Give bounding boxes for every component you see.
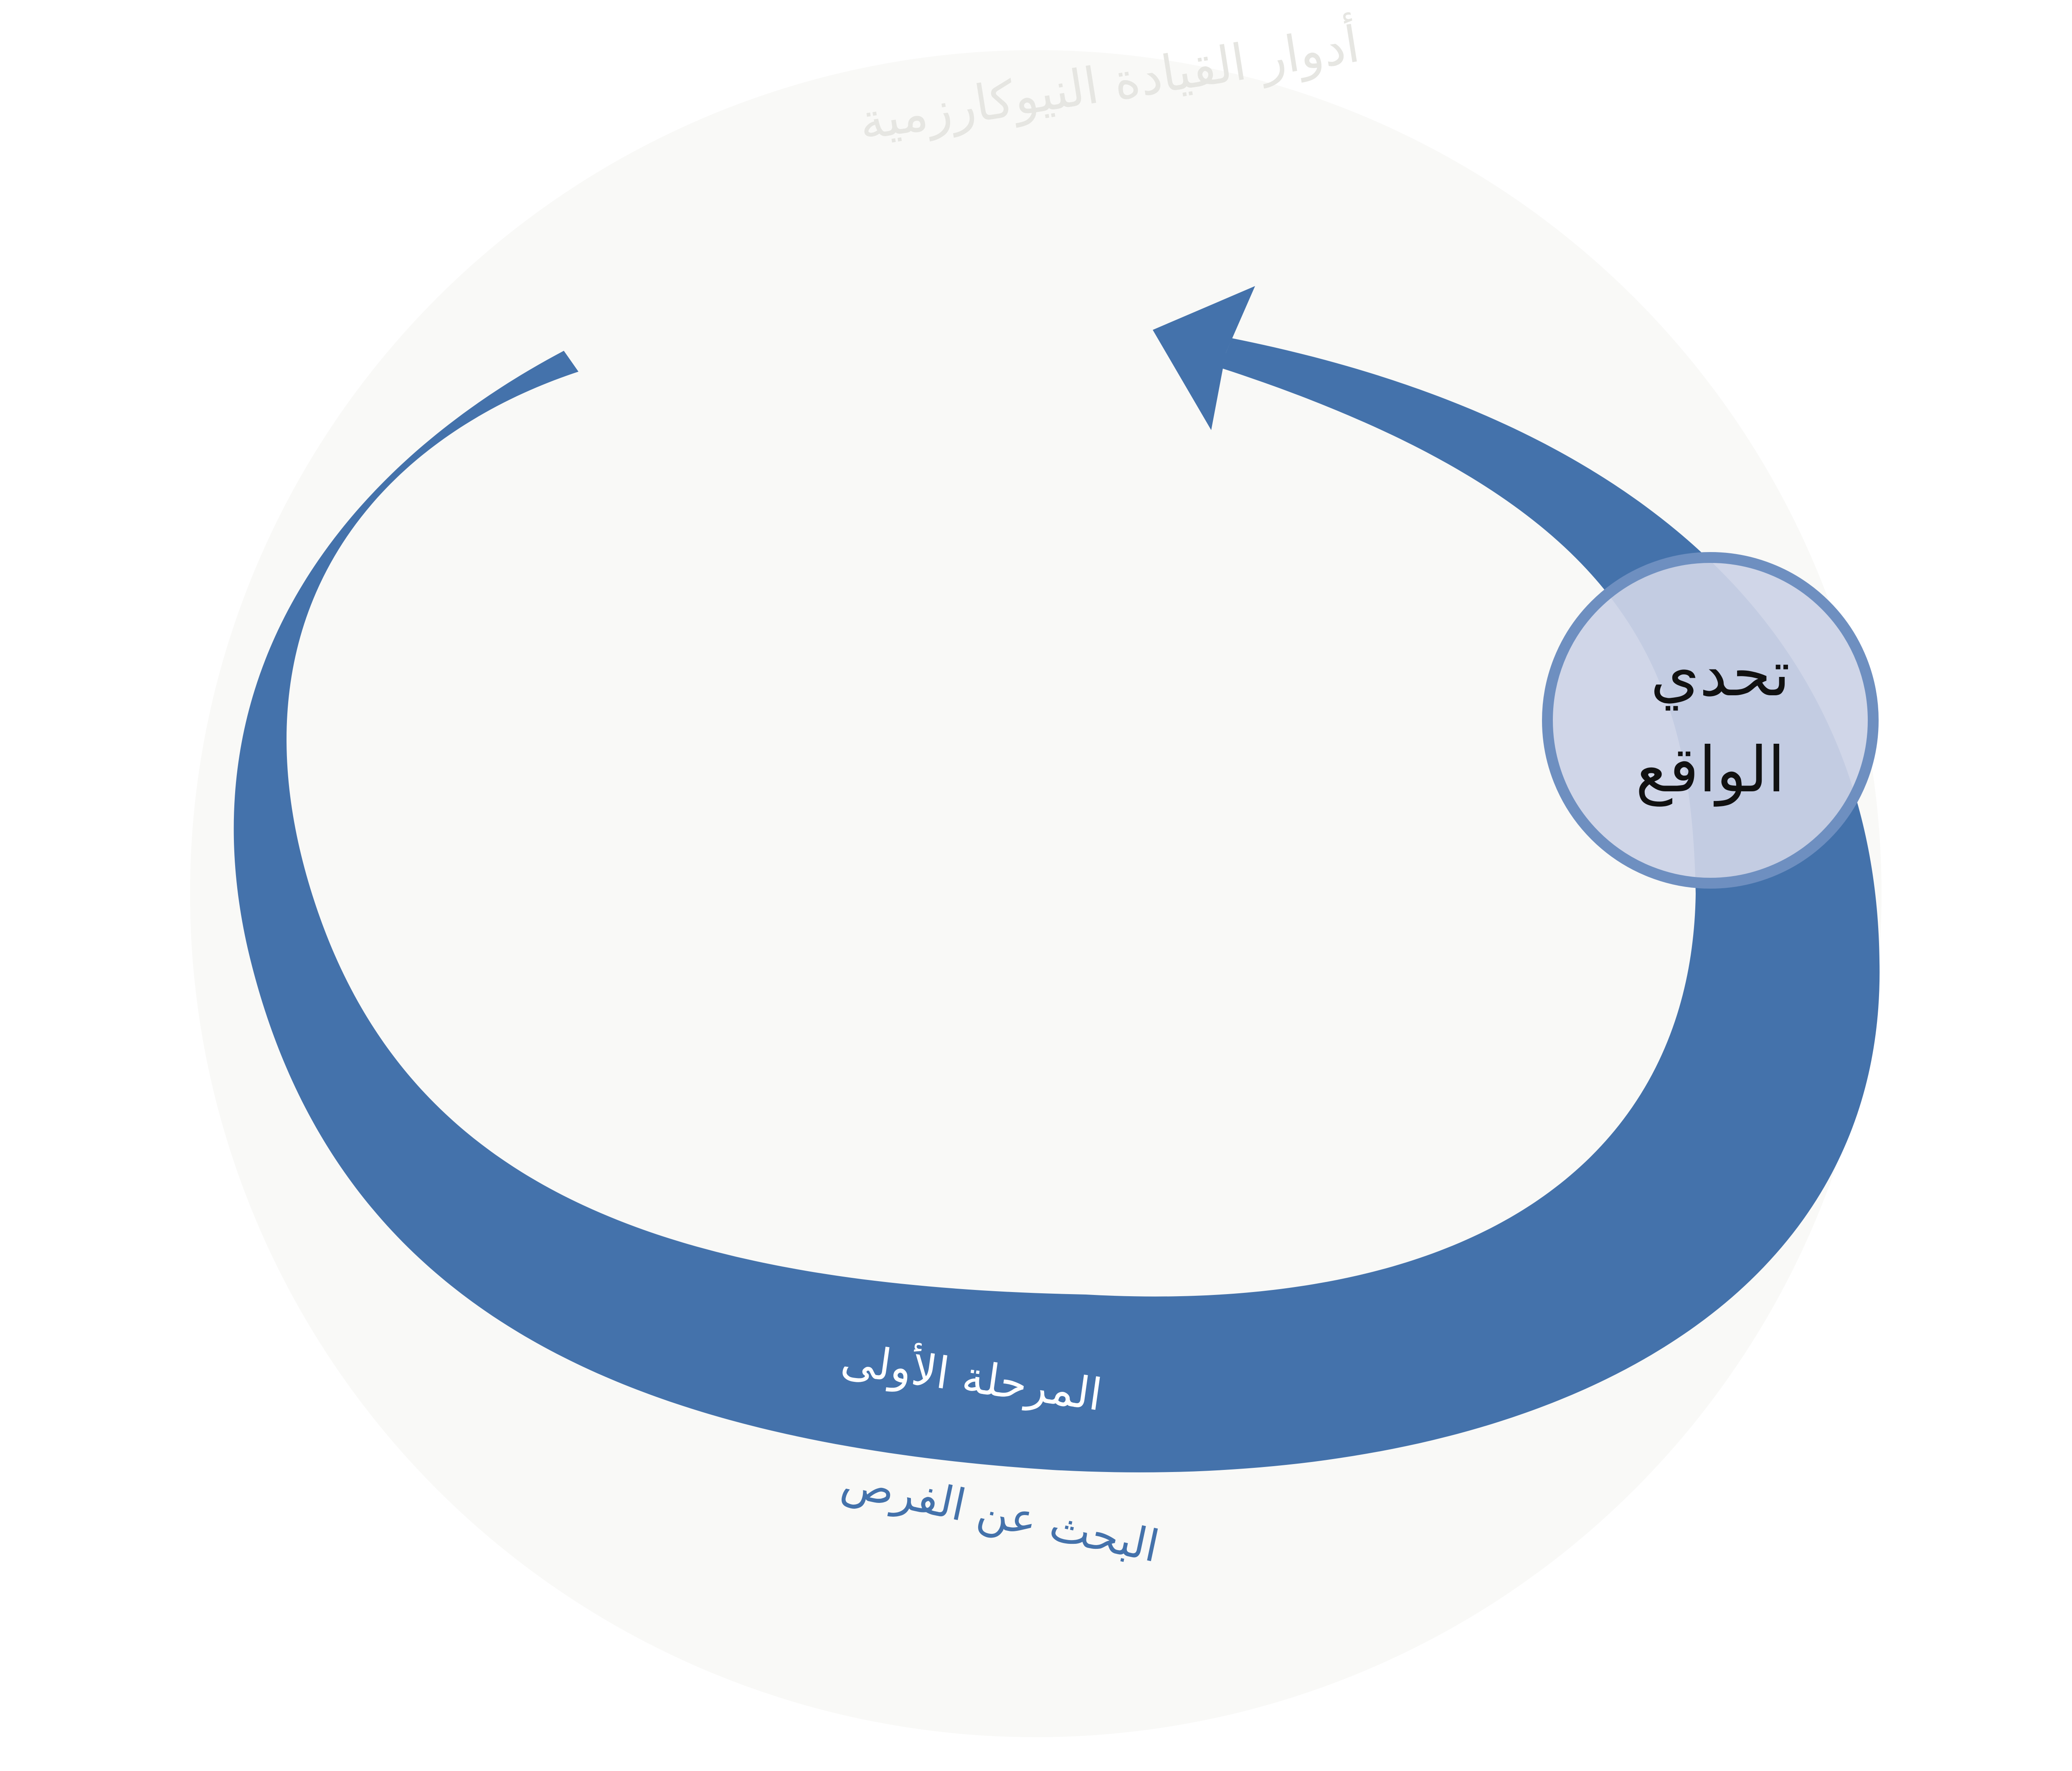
node-label-line1: تحدي <box>1650 638 1790 711</box>
cycle-arrow-head <box>1153 286 1255 430</box>
node-circle <box>1542 552 1879 889</box>
node-label-line2: الواقع <box>1636 734 1785 807</box>
node-label: تحدي الواقع <box>1631 638 1790 807</box>
background-disc <box>190 50 1882 1737</box>
